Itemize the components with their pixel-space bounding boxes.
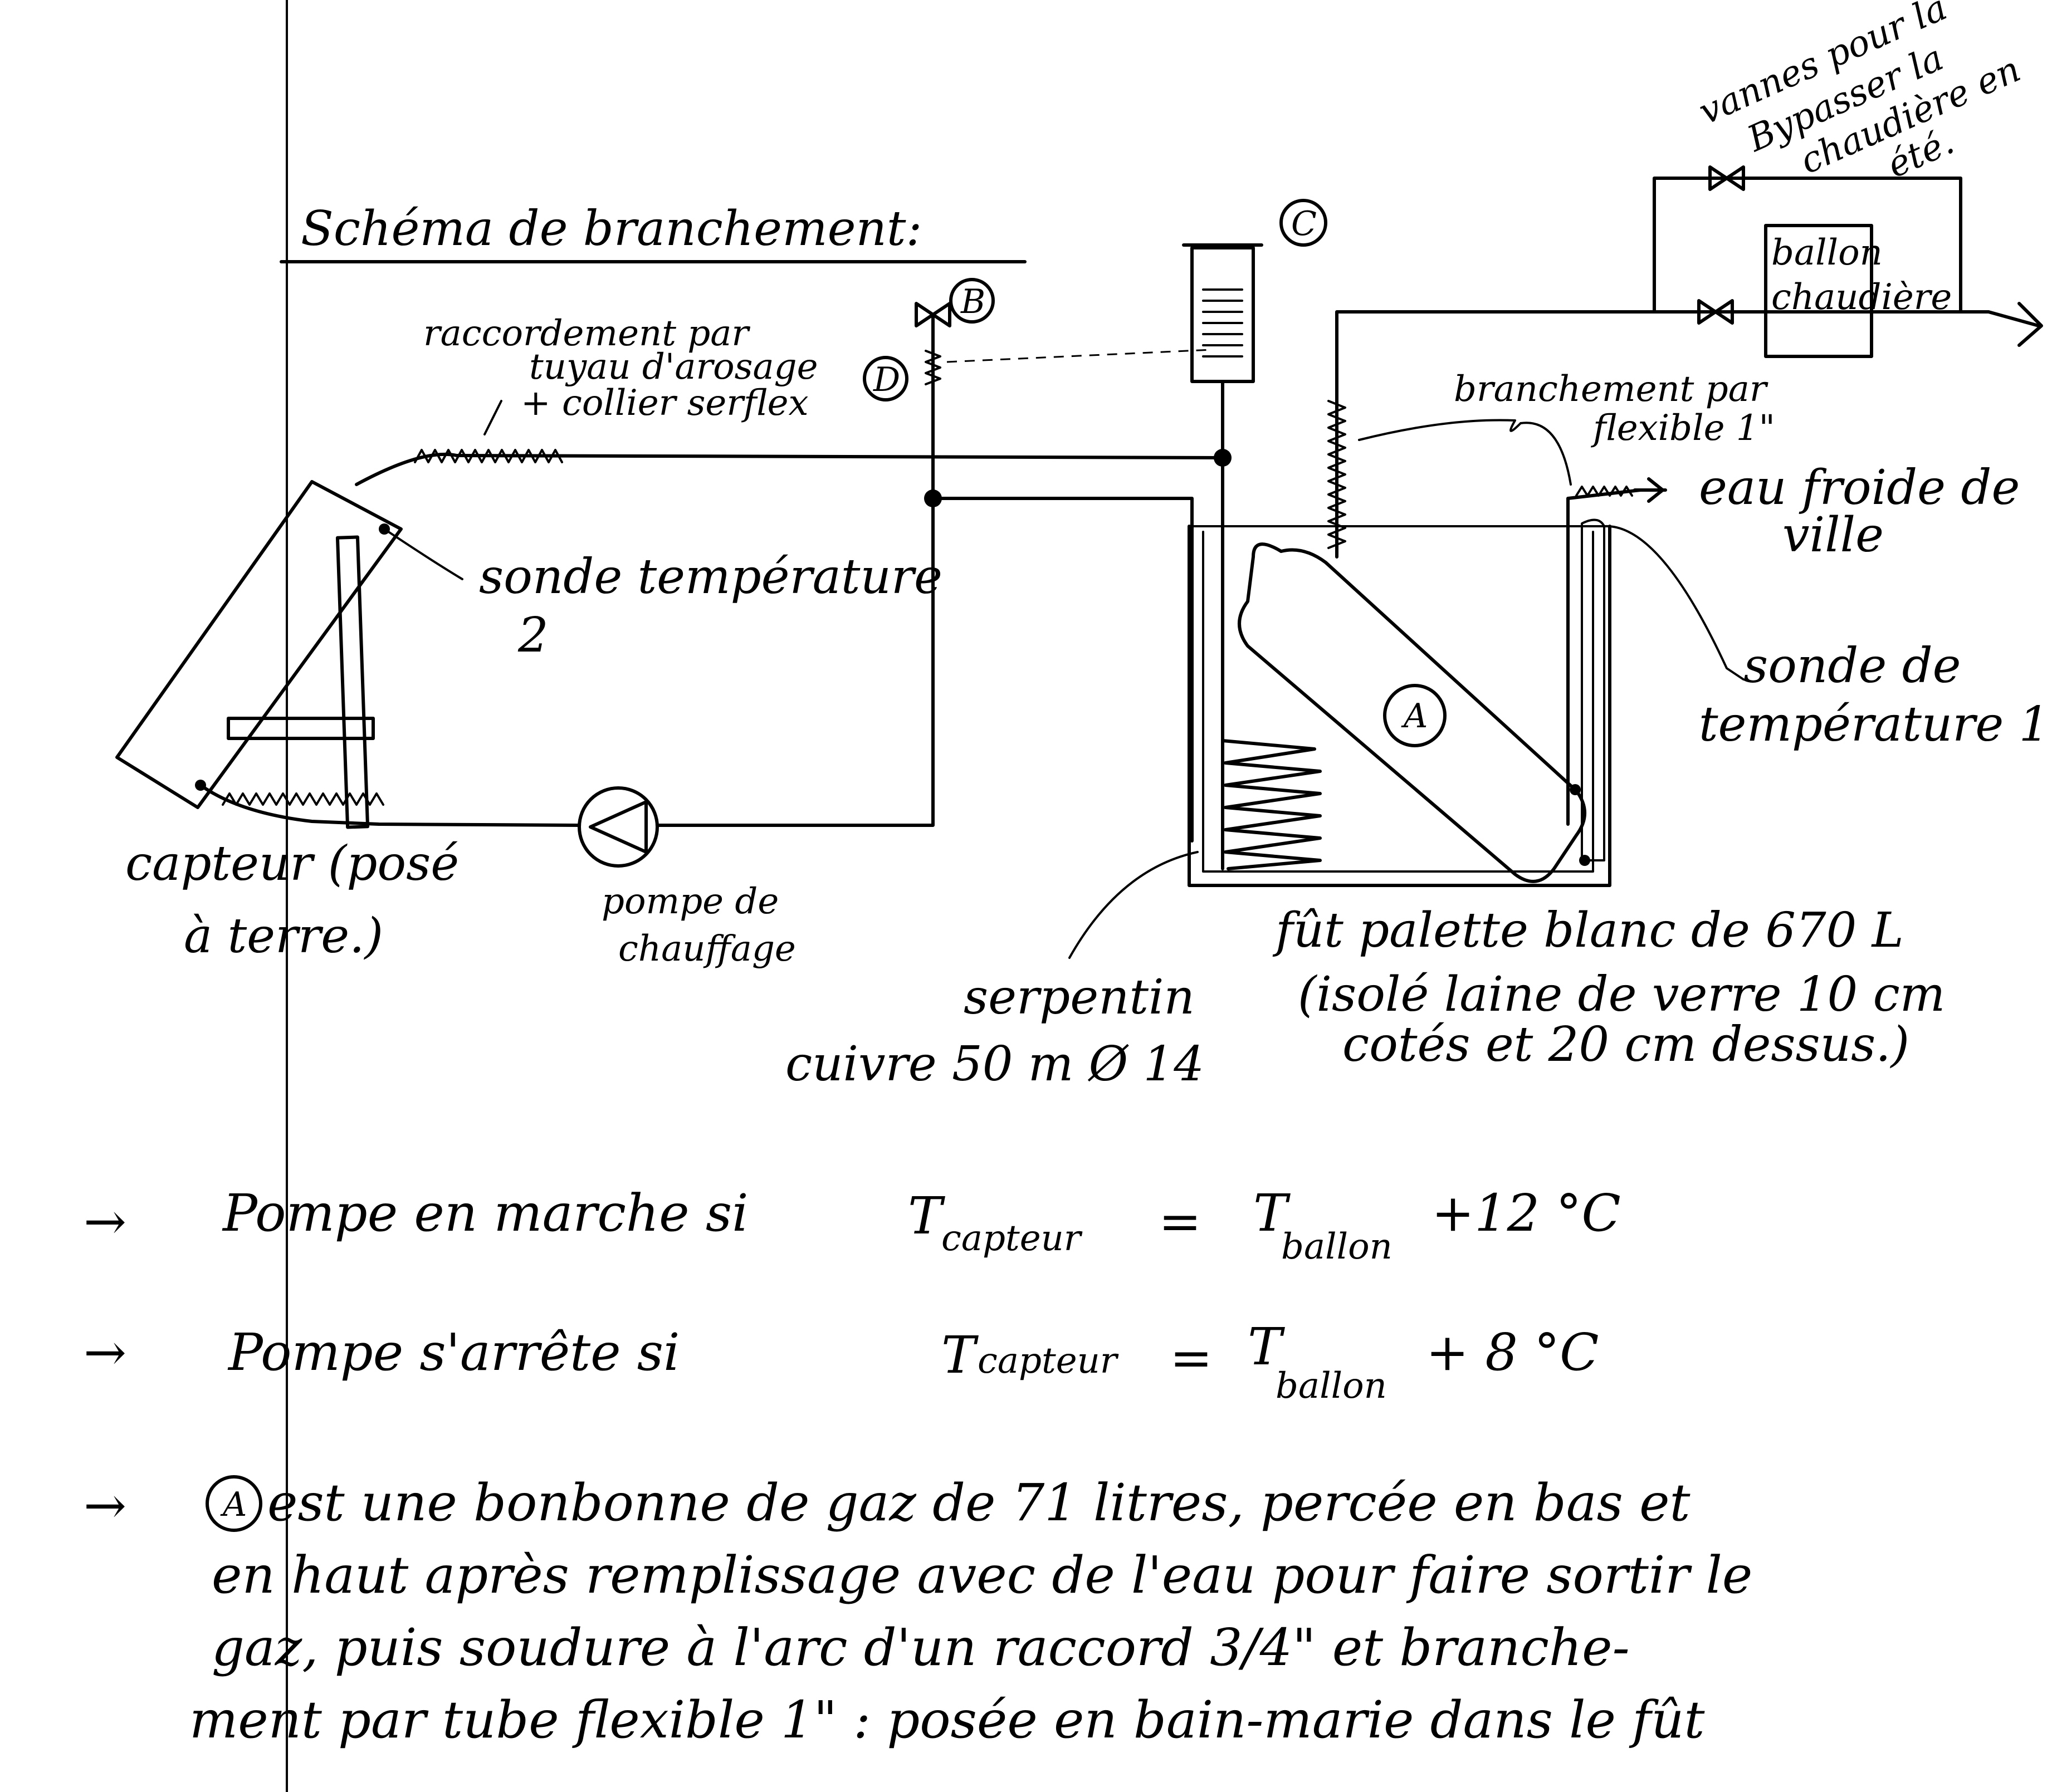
ballon-label-1: ballon [1771,232,1883,273]
note2-t2-sub: ballon [1276,1365,1387,1407]
fut-line-1: fût palette blanc de 670 L [1272,903,1904,958]
branchement-line-1: branchement par [1454,369,1768,410]
note2-rest: + 8 °C [1426,1323,1599,1382]
pipe-to-coil [931,497,1194,843]
sonde-2-line-1: sonde température [479,549,942,605]
capteur-line-1: capteur (posé [125,836,459,892]
note2-arrow: → [84,1323,126,1382]
pompe-line-1: pompe de [602,881,779,922]
note3-circle-label: A [220,1485,247,1524]
circle-d [863,356,908,402]
cold-inlet-pipe [1566,488,1642,826]
valves-note: vannes pour la Bypasser la chaudière en … [1693,0,2026,186]
circle-b [949,278,995,324]
sonde-1-line-1: sonde de [1743,638,1961,694]
fut-line-2: (isolé laine de verre 10 cm [1298,967,1945,1022]
note2-text: Pompe s'arrête si [227,1323,680,1382]
bottom-pipe-left [199,784,581,827]
sensor-d-link [946,349,1212,363]
expansion-vessel-c [1182,243,1263,459]
heating-pump [578,786,659,868]
sonde-1-line-2: température 1 [1699,697,2049,752]
note2-t1-sub: capteur [978,1340,1119,1382]
circle-a-label: A [1401,697,1428,736]
sonde-2-lead [383,528,463,580]
note1-t1: T [908,1186,945,1246]
ballon-label-2: chaudière [1771,277,1952,318]
hot-out-pipe [1335,310,1662,559]
circle-c-label: C [1291,204,1317,243]
cold-inlet-coupling [1575,486,1633,497]
sensor-1-lead [1603,525,1745,680]
copper-coil [1221,722,1322,870]
note1-eq: = [1159,1192,1201,1251]
note1-text: Pompe en marche si [222,1183,749,1243]
note3-circle-a [206,1475,262,1532]
note3-line-2: en haut après remplissage avec de l'eau … [212,1545,1752,1605]
top-pipe [355,452,1224,486]
note2-t1: T [941,1325,979,1385]
serpentin-line-2: cuivre 50 m Ø 14 [785,1036,1204,1092]
boiler-bypass [1653,165,2043,358]
branchement-line-2: flexible 1" [1591,408,1775,449]
cold-inlet-arrow [1633,477,1667,503]
sensor-1-dot [1579,855,1590,866]
note1-t1-sub: capteur [941,1218,1083,1259]
tank-fut [1188,525,1611,887]
note1-t2-sub: ballon [1281,1226,1393,1267]
raccordement-pointer [483,400,502,435]
circle-d-label: D [873,360,900,399]
sensor-d-spring [925,350,941,385]
serpentin-line-1: serpentin [964,970,1195,1025]
gas-bottle-a [1238,542,1586,883]
circle-b-label: B [960,282,985,321]
pompe-line-2: chauffage [618,928,796,970]
flexible-hose [1327,400,1346,549]
hose-coupling-bottom [222,792,384,806]
raccordement-line-1: raccordement par [423,313,750,354]
sonde-2-line-2: 2 [517,608,549,663]
note2-eq: = [1170,1328,1213,1388]
note1-t2: T [1253,1183,1291,1243]
note1-rest: +12 °C [1431,1183,1621,1243]
capteur-line-2: à terre.) [184,908,383,964]
bottom-pipe-right [656,497,935,827]
note2-t2: T [1248,1317,1285,1377]
branchement-brace [1358,419,1572,486]
fut-line-3: cotés et 20 cm dessus.) [1342,1017,1909,1073]
hose-coupling-top [414,449,563,463]
circle-a [1383,684,1447,747]
serpentin-pointer [1068,851,1199,959]
note3-line-1: est une bonbonne de gaz de 71 litres, pe… [267,1473,1691,1532]
solar-collector [115,480,403,829]
eau-froide-line-2: ville [1782,507,1884,563]
note1-arrow: → [84,1192,126,1251]
eau-froide-line-1: eau froide de [1699,460,2020,516]
raccordement-line-3: + collier serflex [521,383,809,424]
note3-line-4: ment par tube flexible 1" : posée en bai… [189,1690,1705,1750]
diagram-title: Schéma de branchement: [301,201,922,257]
note3-line-3: gaz, puis soudure à l'arc d'un raccord 3… [212,1618,1630,1677]
circle-c [1279,199,1327,247]
raccordement-line-2: tuyau d'arosage [529,346,818,388]
note3-arrow: → [84,1476,126,1535]
